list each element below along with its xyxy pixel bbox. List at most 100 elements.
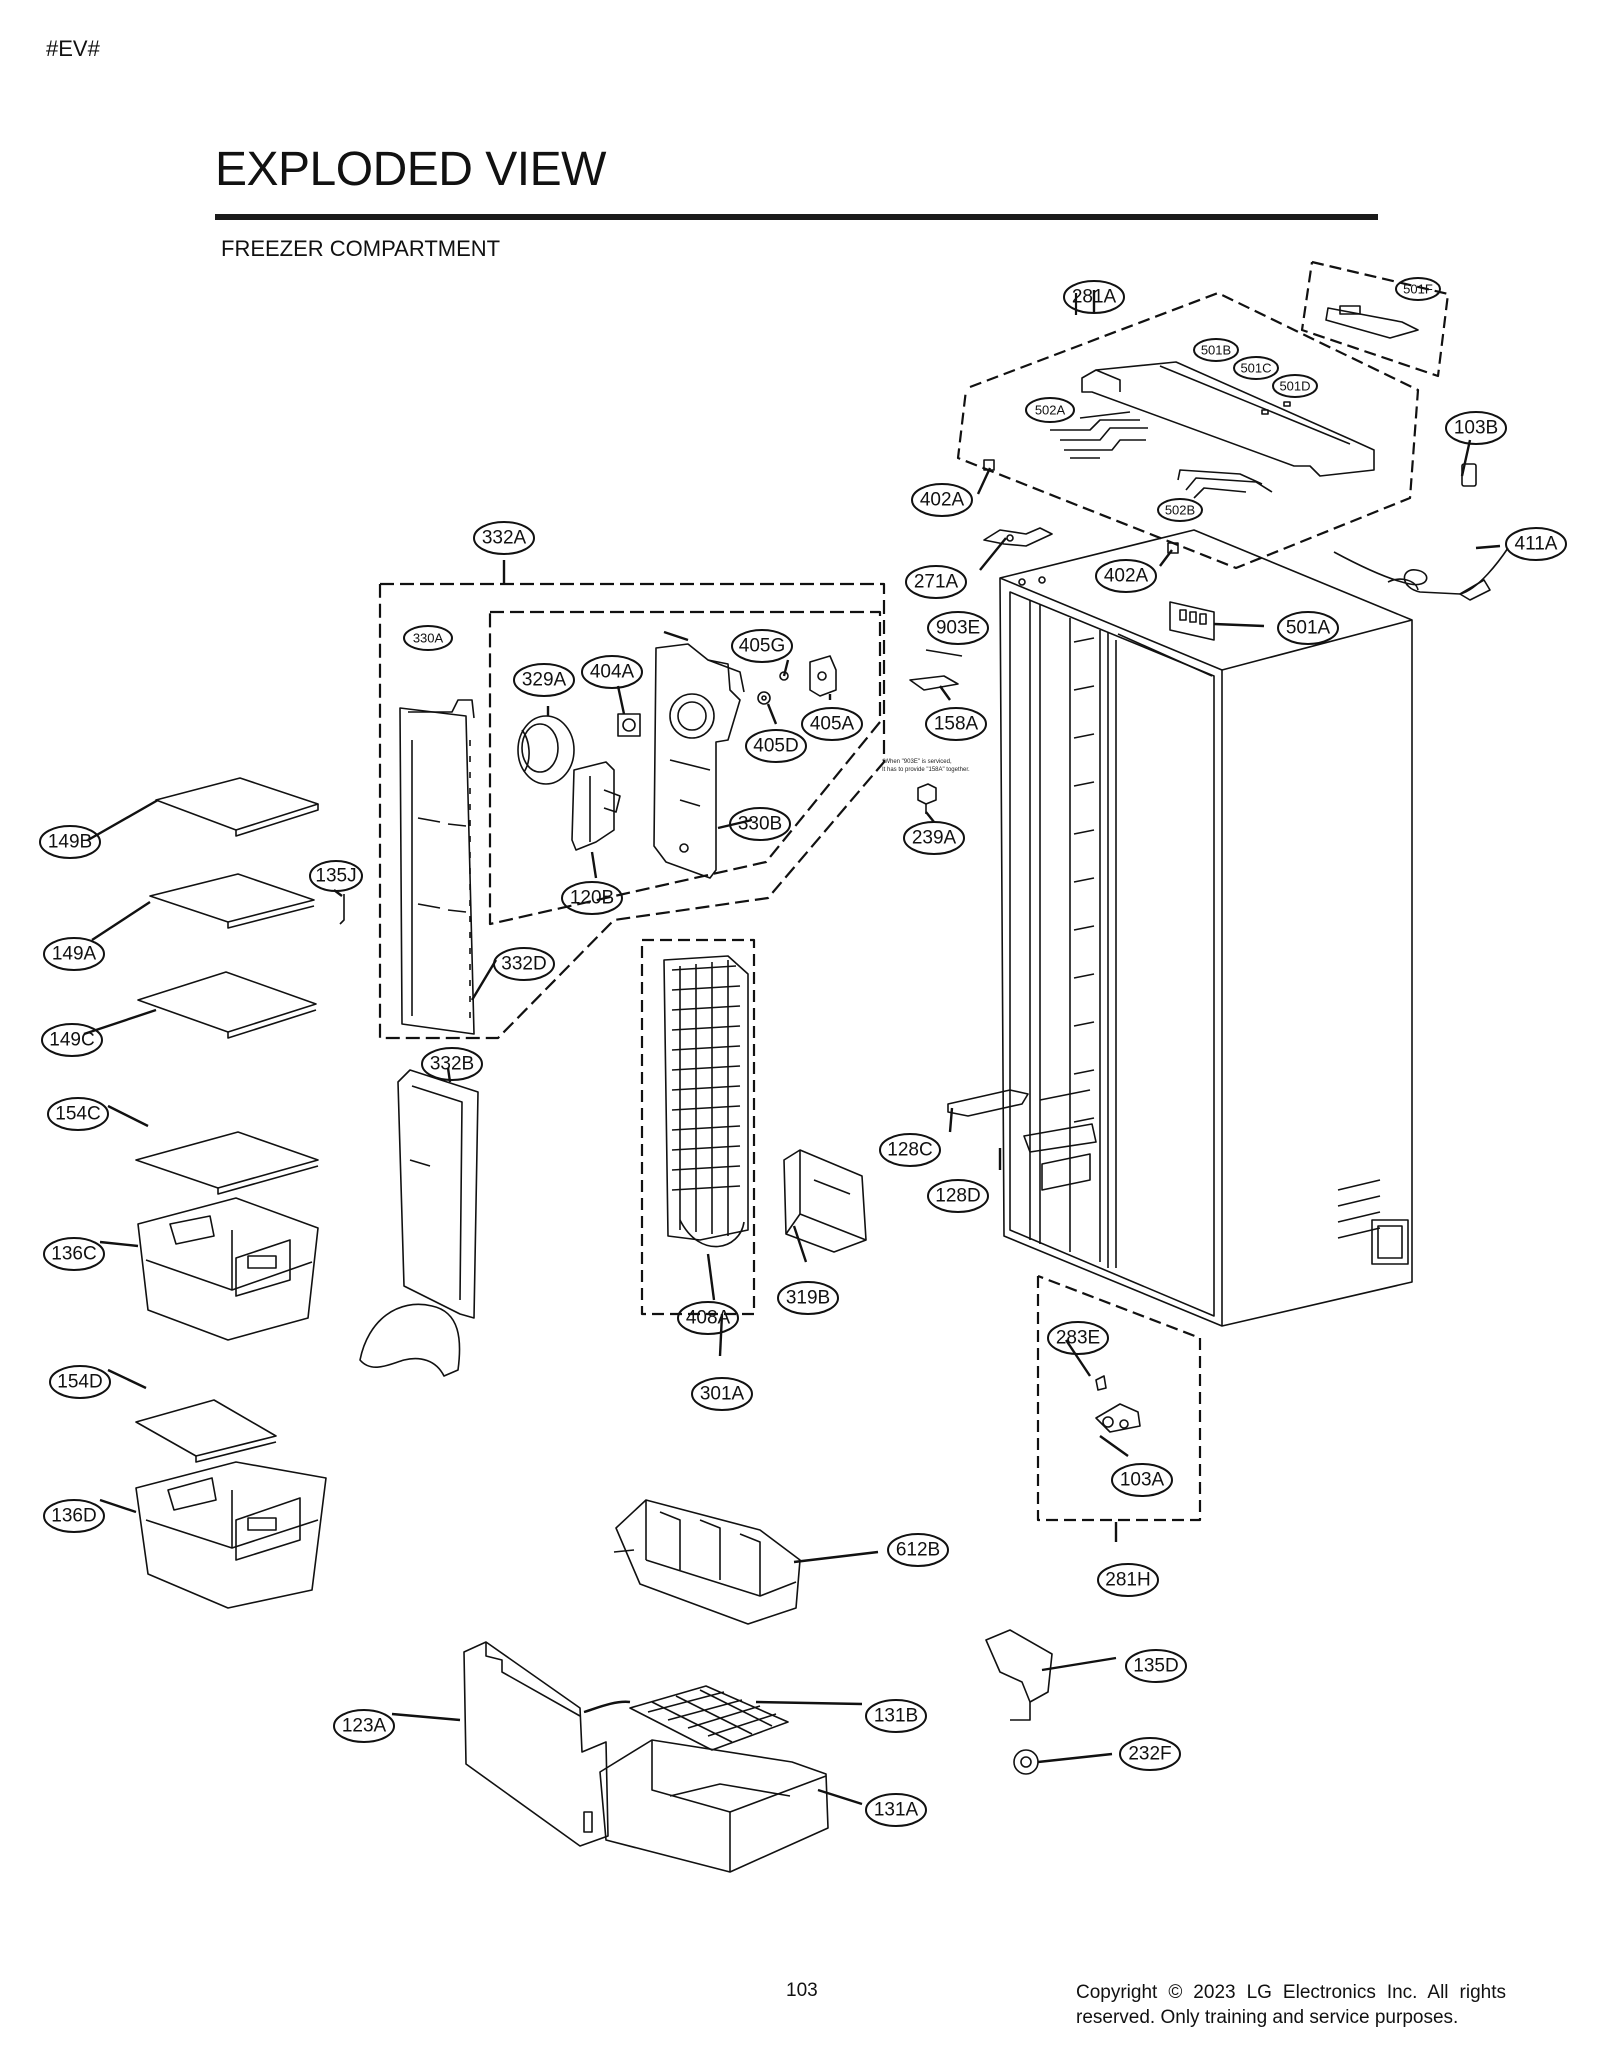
part-329A-fan [517,715,575,785]
label-330A: 330A [413,631,444,646]
callout-labels: 281A 501F 501B 501C 501D 502A 103B 402A … [48,282,1558,1821]
label-502B: 502B [1165,503,1195,518]
label-283E: 283E [1056,1328,1100,1349]
label-405D: 405D [753,736,798,757]
cover-154C [135,1131,319,1195]
group-501F-outline [1300,260,1450,378]
label-319B: 319B [786,1288,830,1309]
label-103A: 103A [1120,1470,1165,1491]
shelf-149B [155,777,319,837]
label-135J: 135J [315,866,356,887]
label-612B: 612B [896,1540,940,1561]
section-subtitle: FREEZER COMPARTMENT [221,236,501,261]
label-271A: 271A [914,572,959,593]
group-281A-outline [956,291,1420,570]
title-rule [215,214,1378,220]
bin-136C [137,1197,319,1341]
part-232F [1013,1749,1039,1775]
harness-502A [1050,411,1148,459]
label-411A: 411A [1515,534,1558,555]
top-cover-part [1081,361,1375,477]
label-502A: 502A [1035,403,1066,418]
label-405G: 405G [739,636,785,657]
label-501A: 501A [1286,618,1331,639]
callout-ellipses [39,277,1567,1827]
label-903E: 903E [936,618,980,639]
page-title: EXPLODED VIEW [215,143,606,196]
label-136C: 136C [51,1244,96,1265]
display-panel-501A [1169,601,1215,641]
service-note-line2: It has to provide "158A" together. [882,767,970,773]
label-501F: 501F [1403,282,1433,297]
page-number: 103 [786,1980,818,2001]
part-411A-cord [1333,547,1509,601]
label-103B: 103B [1454,418,1498,439]
part-283E [1095,1375,1107,1391]
label-131A: 131A [874,1800,919,1821]
part-131A-tray [599,1739,829,1873]
copyright-notice: Copyright © 2023 LG Electronics Inc. All… [1076,1982,1506,2028]
label-128D: 128D [935,1186,980,1207]
label-232F: 232F [1128,1744,1171,1765]
label-281A: 281A [1072,287,1117,308]
label-135D: 135D [1133,1656,1178,1677]
label-149C: 149C [49,1030,94,1051]
label-301A: 301A [700,1384,745,1405]
part-330B-shroud [653,643,745,879]
part-123A-bucket-front [463,1641,609,1847]
cover-154D [135,1399,277,1463]
label-408A: 408A [686,1308,731,1329]
part-evaporator [663,955,749,1248]
part-131B-grate [629,1685,789,1751]
part-612B-icemaker [613,1499,801,1625]
label-281H: 281H [1105,1570,1150,1591]
label-332B: 332B [430,1054,474,1075]
part-128C [947,1089,1091,1117]
label-149B: 149B [48,832,92,853]
part-103A-hinge [1095,1403,1141,1433]
label-330B: 330B [738,814,782,835]
bin-136D [135,1461,327,1609]
group-301A-outline [640,938,756,1316]
label-404A: 404A [590,662,635,683]
label-402A-lower: 402A [1104,566,1149,587]
label-501C: 501C [1240,361,1271,376]
shelf-149A [149,873,315,929]
part-319B [783,1149,867,1253]
part-405D [757,691,771,705]
part-239A [917,783,937,814]
label-332A: 332A [482,528,527,549]
part-332B-duct [359,1069,479,1377]
label-131B: 131B [874,1706,918,1727]
label-501D: 501D [1279,379,1310,394]
service-note-line1: *When "903E" is serviced, [882,759,952,765]
label-154D: 154D [57,1372,102,1393]
group-281H-outline [1036,1274,1202,1522]
cabinet-shelf-rails [1073,637,1095,1123]
shelf-149C [137,971,317,1039]
label-123A: 123A [342,1716,387,1737]
part-120B [571,761,621,851]
label-136D: 136D [51,1506,96,1527]
label-120B: 120B [570,888,614,909]
label-128C: 128C [887,1140,932,1161]
label-149A: 149A [52,944,97,965]
harness-502B [1177,469,1273,499]
part-158A [909,675,959,691]
part-501F [1325,305,1419,339]
label-501B: 501B [1201,343,1231,358]
leader-lines [83,290,1501,1806]
label-154C: 154C [55,1104,100,1125]
label-239A: 239A [912,828,957,849]
part-404A-motor [617,713,641,737]
group-332A-outline [378,582,886,1040]
part-405A [809,655,837,697]
label-402A-upper: 402A [920,490,965,511]
part-135D [985,1629,1053,1721]
part-332D-panel [399,699,475,1035]
part-135J [339,894,345,925]
part-903E-line [925,649,963,657]
service-note: *When "903E" is serviced, It has to prov… [882,759,970,773]
group-330A-outline [488,610,882,926]
